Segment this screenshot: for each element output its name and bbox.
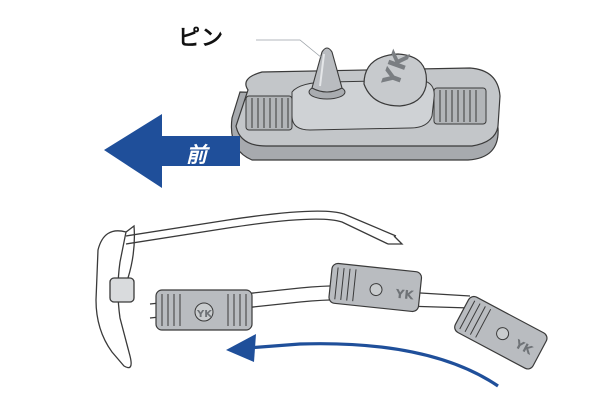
clip-closeup: YK (230, 39, 501, 161)
front-label: 前 (186, 143, 207, 167)
pin-icon (308, 47, 346, 100)
left-grip-ridges (245, 95, 293, 131)
clip-3: YK (454, 295, 548, 370)
direction-arrow (226, 334, 499, 388)
pin-label: ピン (178, 26, 225, 51)
clip-1-logo: YK (196, 309, 213, 320)
clip-2: YK (328, 262, 423, 313)
right-grip-ridges (433, 87, 487, 125)
glasses-illustration (95, 210, 471, 369)
front-arrow (104, 114, 240, 188)
pin-leader-line (256, 39, 323, 59)
hinge (109, 277, 135, 303)
clip-2-logo: YK (394, 287, 415, 303)
clip-1: YK (155, 289, 253, 331)
yk-logo-tab: YK (363, 46, 428, 107)
